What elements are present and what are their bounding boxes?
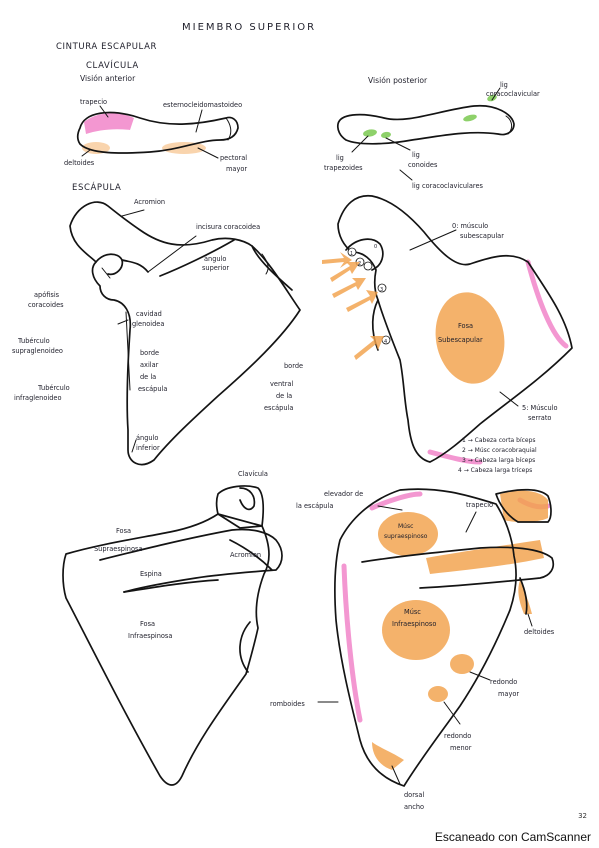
label-tub-infra-1: Tubérculo bbox=[37, 384, 70, 392]
label-lig-coracoclav-1: lig bbox=[500, 81, 508, 89]
label-angulo-inf-2: inferior bbox=[136, 444, 160, 452]
label-subescapular-1: 0: músculo bbox=[452, 222, 488, 230]
legend-line-3: 3 → Cabeza larga bíceps bbox=[462, 457, 535, 464]
label-lig-conoides-2: conoides bbox=[408, 161, 438, 169]
page-number: 32 bbox=[578, 812, 587, 820]
label-borde-axilar-4: escápula bbox=[138, 385, 167, 393]
label-lig-conoides-1: lig bbox=[412, 151, 420, 159]
label-subescapular-2: subescapular bbox=[460, 232, 504, 240]
scapula-anterior-muscles-drawing bbox=[322, 194, 573, 465]
label-pectoral-mayor: mayor bbox=[226, 165, 247, 173]
label-espina: Espina bbox=[140, 570, 162, 578]
posterior-view-label: Visión posterior bbox=[368, 76, 428, 85]
label-borde-ventral-4: escápula bbox=[264, 404, 293, 412]
marker-4: 4 bbox=[384, 339, 387, 345]
clavicle-anterior-drawing bbox=[76, 105, 239, 159]
label-redondo-menor-1: redondo bbox=[444, 732, 471, 740]
label-apofisis-1: apófisis bbox=[34, 291, 60, 299]
label-elevador-1: elevador de bbox=[324, 490, 363, 498]
label-trapecio-ant: trapecio bbox=[80, 98, 107, 106]
label-redondo-menor-2: menor bbox=[450, 744, 472, 752]
label-cavidad-1: cavidad bbox=[136, 310, 162, 318]
label-esternocleido: esternocleidomastoideo bbox=[163, 101, 242, 109]
legend-line-2: 2 → Músc coracobraquial bbox=[462, 447, 537, 454]
label-angulo-sup-2: superior bbox=[202, 264, 229, 272]
scapula-posterior-bones-drawing bbox=[62, 485, 283, 786]
label-tub-infra-2: infraglenoideo bbox=[14, 394, 61, 402]
label-supra-2: supraespinoso bbox=[384, 533, 428, 540]
legend-line-4: 4 → Cabeza larga tríceps bbox=[458, 467, 532, 474]
label-supra-1: Músc bbox=[398, 523, 413, 530]
label-incisura: incisura coracoidea bbox=[196, 223, 260, 231]
label-serrato-2: serrato bbox=[528, 414, 551, 422]
label-fosa-infra-1: Fosa bbox=[140, 620, 155, 628]
label-tub-supra-2: supraglenoideo bbox=[12, 347, 63, 355]
label-deltoides-post: deltoides bbox=[524, 628, 555, 636]
label-serrato-1: 5: Músculo bbox=[522, 404, 558, 412]
scapula-posterior-muscles-drawing bbox=[317, 488, 555, 787]
label-acromion-post: Acromion bbox=[230, 551, 261, 559]
label-lig-coracoclaviculares: lig coracoclaviculares bbox=[412, 182, 484, 190]
legend-line-1: 1 → Cabeza corta bíceps bbox=[462, 437, 536, 444]
scapula-heading: ESCÁPULA bbox=[72, 181, 121, 193]
label-dorsal-1: dorsal bbox=[404, 791, 424, 799]
label-acromion-ant: Acromion bbox=[134, 198, 165, 206]
label-borde-ventral-1: borde bbox=[284, 362, 303, 370]
clavicle-posterior-drawing bbox=[336, 87, 515, 181]
label-borde-ventral-2: ventral bbox=[270, 380, 293, 388]
marker-3: 3 bbox=[380, 287, 383, 293]
label-angulo-sup-1: ángulo bbox=[204, 255, 226, 263]
label-angulo-inf-1: ángulo bbox=[136, 434, 158, 442]
page-title: MIEMBRO SUPERIOR bbox=[182, 22, 316, 33]
label-fosa-infra-2: Infraespinosa bbox=[128, 632, 172, 640]
section-girdle-heading: CINTURA ESCAPULAR bbox=[56, 42, 157, 52]
marker-1: 1 bbox=[350, 251, 353, 257]
marker-0: 0 bbox=[374, 244, 377, 250]
label-romboides: romboides bbox=[270, 700, 305, 708]
label-trapecio-post: trapecio bbox=[466, 501, 493, 509]
label-elevador-2: la escápula bbox=[296, 502, 333, 510]
label-fosa-sub-2: Subescapular bbox=[438, 336, 483, 344]
marker-2: 2 bbox=[358, 261, 361, 267]
label-fosa-sub-1: Fosa bbox=[458, 322, 473, 330]
label-cavidad-2: glenoidea bbox=[132, 320, 164, 328]
label-lig-trapezoides-2: trapezoides bbox=[324, 164, 363, 172]
label-infra-1: Músc bbox=[404, 608, 421, 616]
label-infra-2: Infraespinoso bbox=[392, 620, 436, 628]
label-borde-axilar-3: de la bbox=[140, 373, 156, 381]
label-fosa-supra-1: Fosa bbox=[116, 527, 131, 535]
scapula-anterior-bones-drawing bbox=[69, 201, 301, 466]
label-redondo-mayor-1: redondo bbox=[490, 678, 517, 686]
label-tub-supra-1: Tubérculo bbox=[17, 337, 50, 345]
label-lig-trapezoides-1: lig bbox=[336, 154, 344, 162]
scanner-footer: Escaneado con CamScanner bbox=[434, 830, 591, 844]
anterior-view-label: Visión anterior bbox=[80, 74, 136, 83]
label-borde-axilar-2: axilar bbox=[140, 361, 159, 369]
label-apofisis-2: coracoides bbox=[28, 301, 64, 309]
label-lig-coracoclav-2: coracoclavicular bbox=[486, 90, 540, 98]
label-borde-axilar-1: borde bbox=[140, 349, 159, 357]
label-borde-ventral-3: de la bbox=[276, 392, 292, 400]
label-pectoral: pectoral bbox=[220, 154, 247, 162]
label-fosa-supra-2: Supraespinosa bbox=[94, 545, 143, 553]
label-dorsal-2: ancho bbox=[404, 803, 424, 811]
label-clavicula: Clavícula bbox=[238, 470, 268, 478]
label-deltoides-ant: deltoides bbox=[64, 159, 95, 167]
label-redondo-mayor-2: mayor bbox=[498, 690, 519, 698]
clavicle-heading: CLAVÍCULA bbox=[86, 59, 139, 71]
